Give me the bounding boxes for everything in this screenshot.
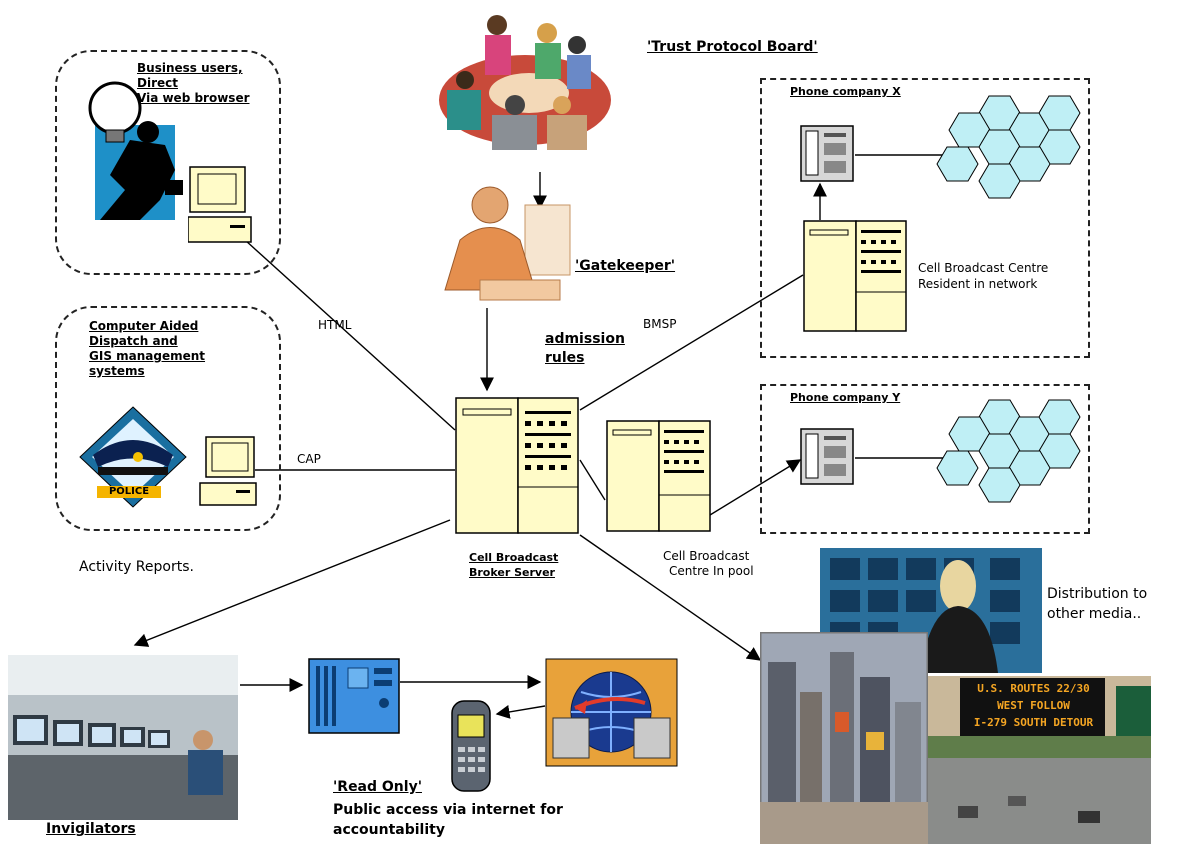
phone-y-cell-network-icon <box>936 399 1081 503</box>
bmsp-line <box>579 274 804 411</box>
police-cap-icon <box>79 406 187 508</box>
trust-board-meeting-icon <box>439 15 611 150</box>
city-street-photo <box>760 632 928 844</box>
activity-reports-label: Activity Reports. <box>79 559 194 575</box>
highway-sign-text: U.S. ROUTES 22/30 WEST FOLLOW I-279 SOUT… <box>973 682 1094 729</box>
cad-computer-icon <box>199 436 257 506</box>
public-server-icon <box>308 658 400 734</box>
internet-web-icon <box>545 658 678 767</box>
resident-cbc-server-icon <box>803 220 907 332</box>
bmsp-protocol-label: BMSP <box>643 317 677 331</box>
business-users-group <box>55 50 281 275</box>
phone-x-cell-network-icon <box>936 95 1081 199</box>
phone-company-y-group <box>760 384 1090 534</box>
cbc-resident-label: Cell Broadcast Centre Resident in networ… <box>918 261 1049 291</box>
phone-x-switch-icon <box>800 125 854 182</box>
phone-y-switch-icon <box>800 428 854 485</box>
broker-server-label: Cell Broadcast Broker Server <box>469 551 559 579</box>
cap-protocol-label: CAP <box>297 452 321 466</box>
mobile-phone-icon <box>451 700 491 792</box>
phone-company-x-label: Phone company X <box>790 85 901 98</box>
control-room-photo <box>8 655 238 820</box>
phone-company-x-group <box>760 78 1090 358</box>
public-access-label: Public access via internet for accountab… <box>333 802 563 838</box>
read-only-label: 'Read Only' <box>333 779 422 795</box>
phone-company-y-label: Phone company Y <box>790 391 901 404</box>
cad-gis-group <box>55 306 281 531</box>
cad-gis-label: Computer Aided Dispatch and GIS manageme… <box>89 319 206 378</box>
gatekeeper-label: 'Gatekeeper' <box>575 258 676 274</box>
invigilators-label: Invigilators <box>46 821 136 837</box>
pool-link-line <box>579 459 606 501</box>
web-to-phone-arrow <box>495 705 546 719</box>
cbc-pool-server-icon <box>606 420 711 532</box>
html-line <box>244 239 456 431</box>
html-protocol-label: HTML <box>318 318 352 332</box>
broker-to-media-arrow <box>579 534 762 661</box>
business-user-figure-icon <box>88 81 183 220</box>
highway-sign-photo <box>928 676 1151 844</box>
police-badge-text: POLICE <box>97 486 161 498</box>
broker-to-invigilators-arrow <box>133 519 451 647</box>
broker-server-icon <box>455 397 579 534</box>
distribution-label: Distribution to other media.. <box>1047 586 1148 622</box>
business-users-label: Business users, Direct Via web browser <box>137 61 250 105</box>
pool-to-y-arrow <box>709 459 802 516</box>
gatekeeper-person-icon <box>444 186 571 301</box>
cbc-pool-label: Cell Broadcast Centre In pool <box>663 549 754 578</box>
business-computer-icon <box>188 166 252 243</box>
admission-rules-label: admission rules <box>545 331 625 366</box>
trust-board-label: 'Trust Protocol Board' <box>647 39 818 55</box>
